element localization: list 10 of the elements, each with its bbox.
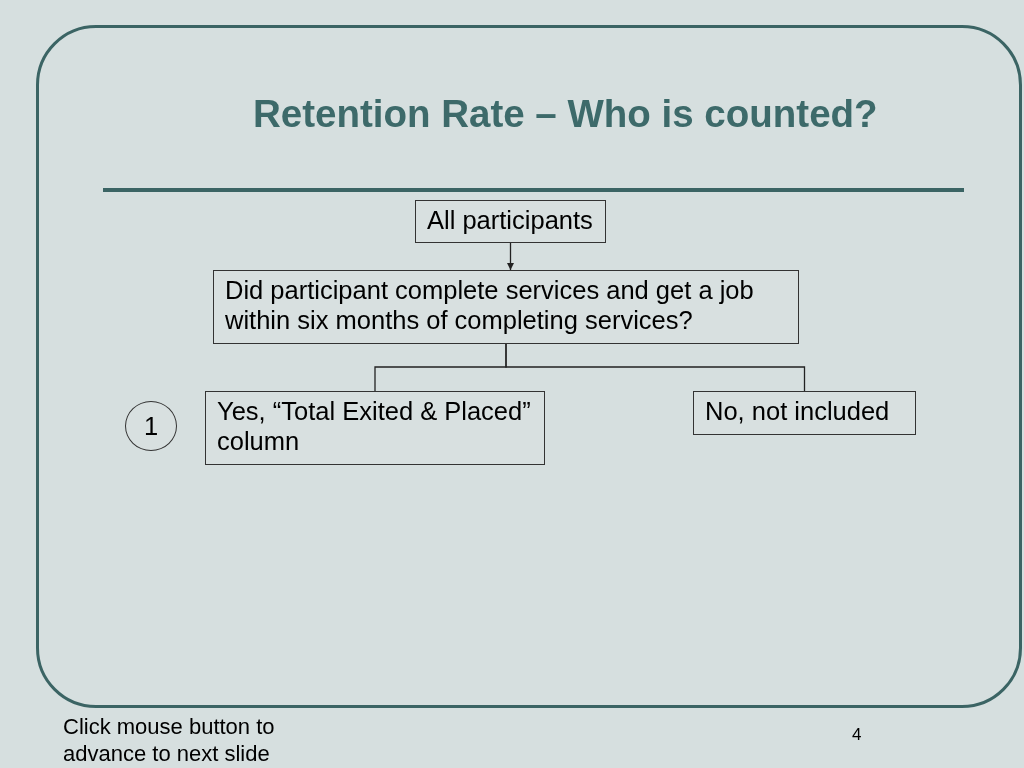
arrow — [507, 242, 514, 271]
slide-title: Retention Rate – Who is counted? — [253, 91, 878, 137]
process-box: No, not included — [693, 391, 916, 435]
footer-note: Click mouse button to advance to next slide — [63, 713, 276, 767]
callout-circle: 1 — [125, 401, 177, 451]
process-box: All participants — [415, 200, 606, 243]
connector-line — [505, 343, 806, 392]
slide-number: 4 — [852, 725, 862, 745]
process-box: Did participant complete services and get a job within six months of completing services? — [213, 270, 799, 344]
process-box: Yes, “Total Exited & Placed” column — [205, 391, 545, 465]
